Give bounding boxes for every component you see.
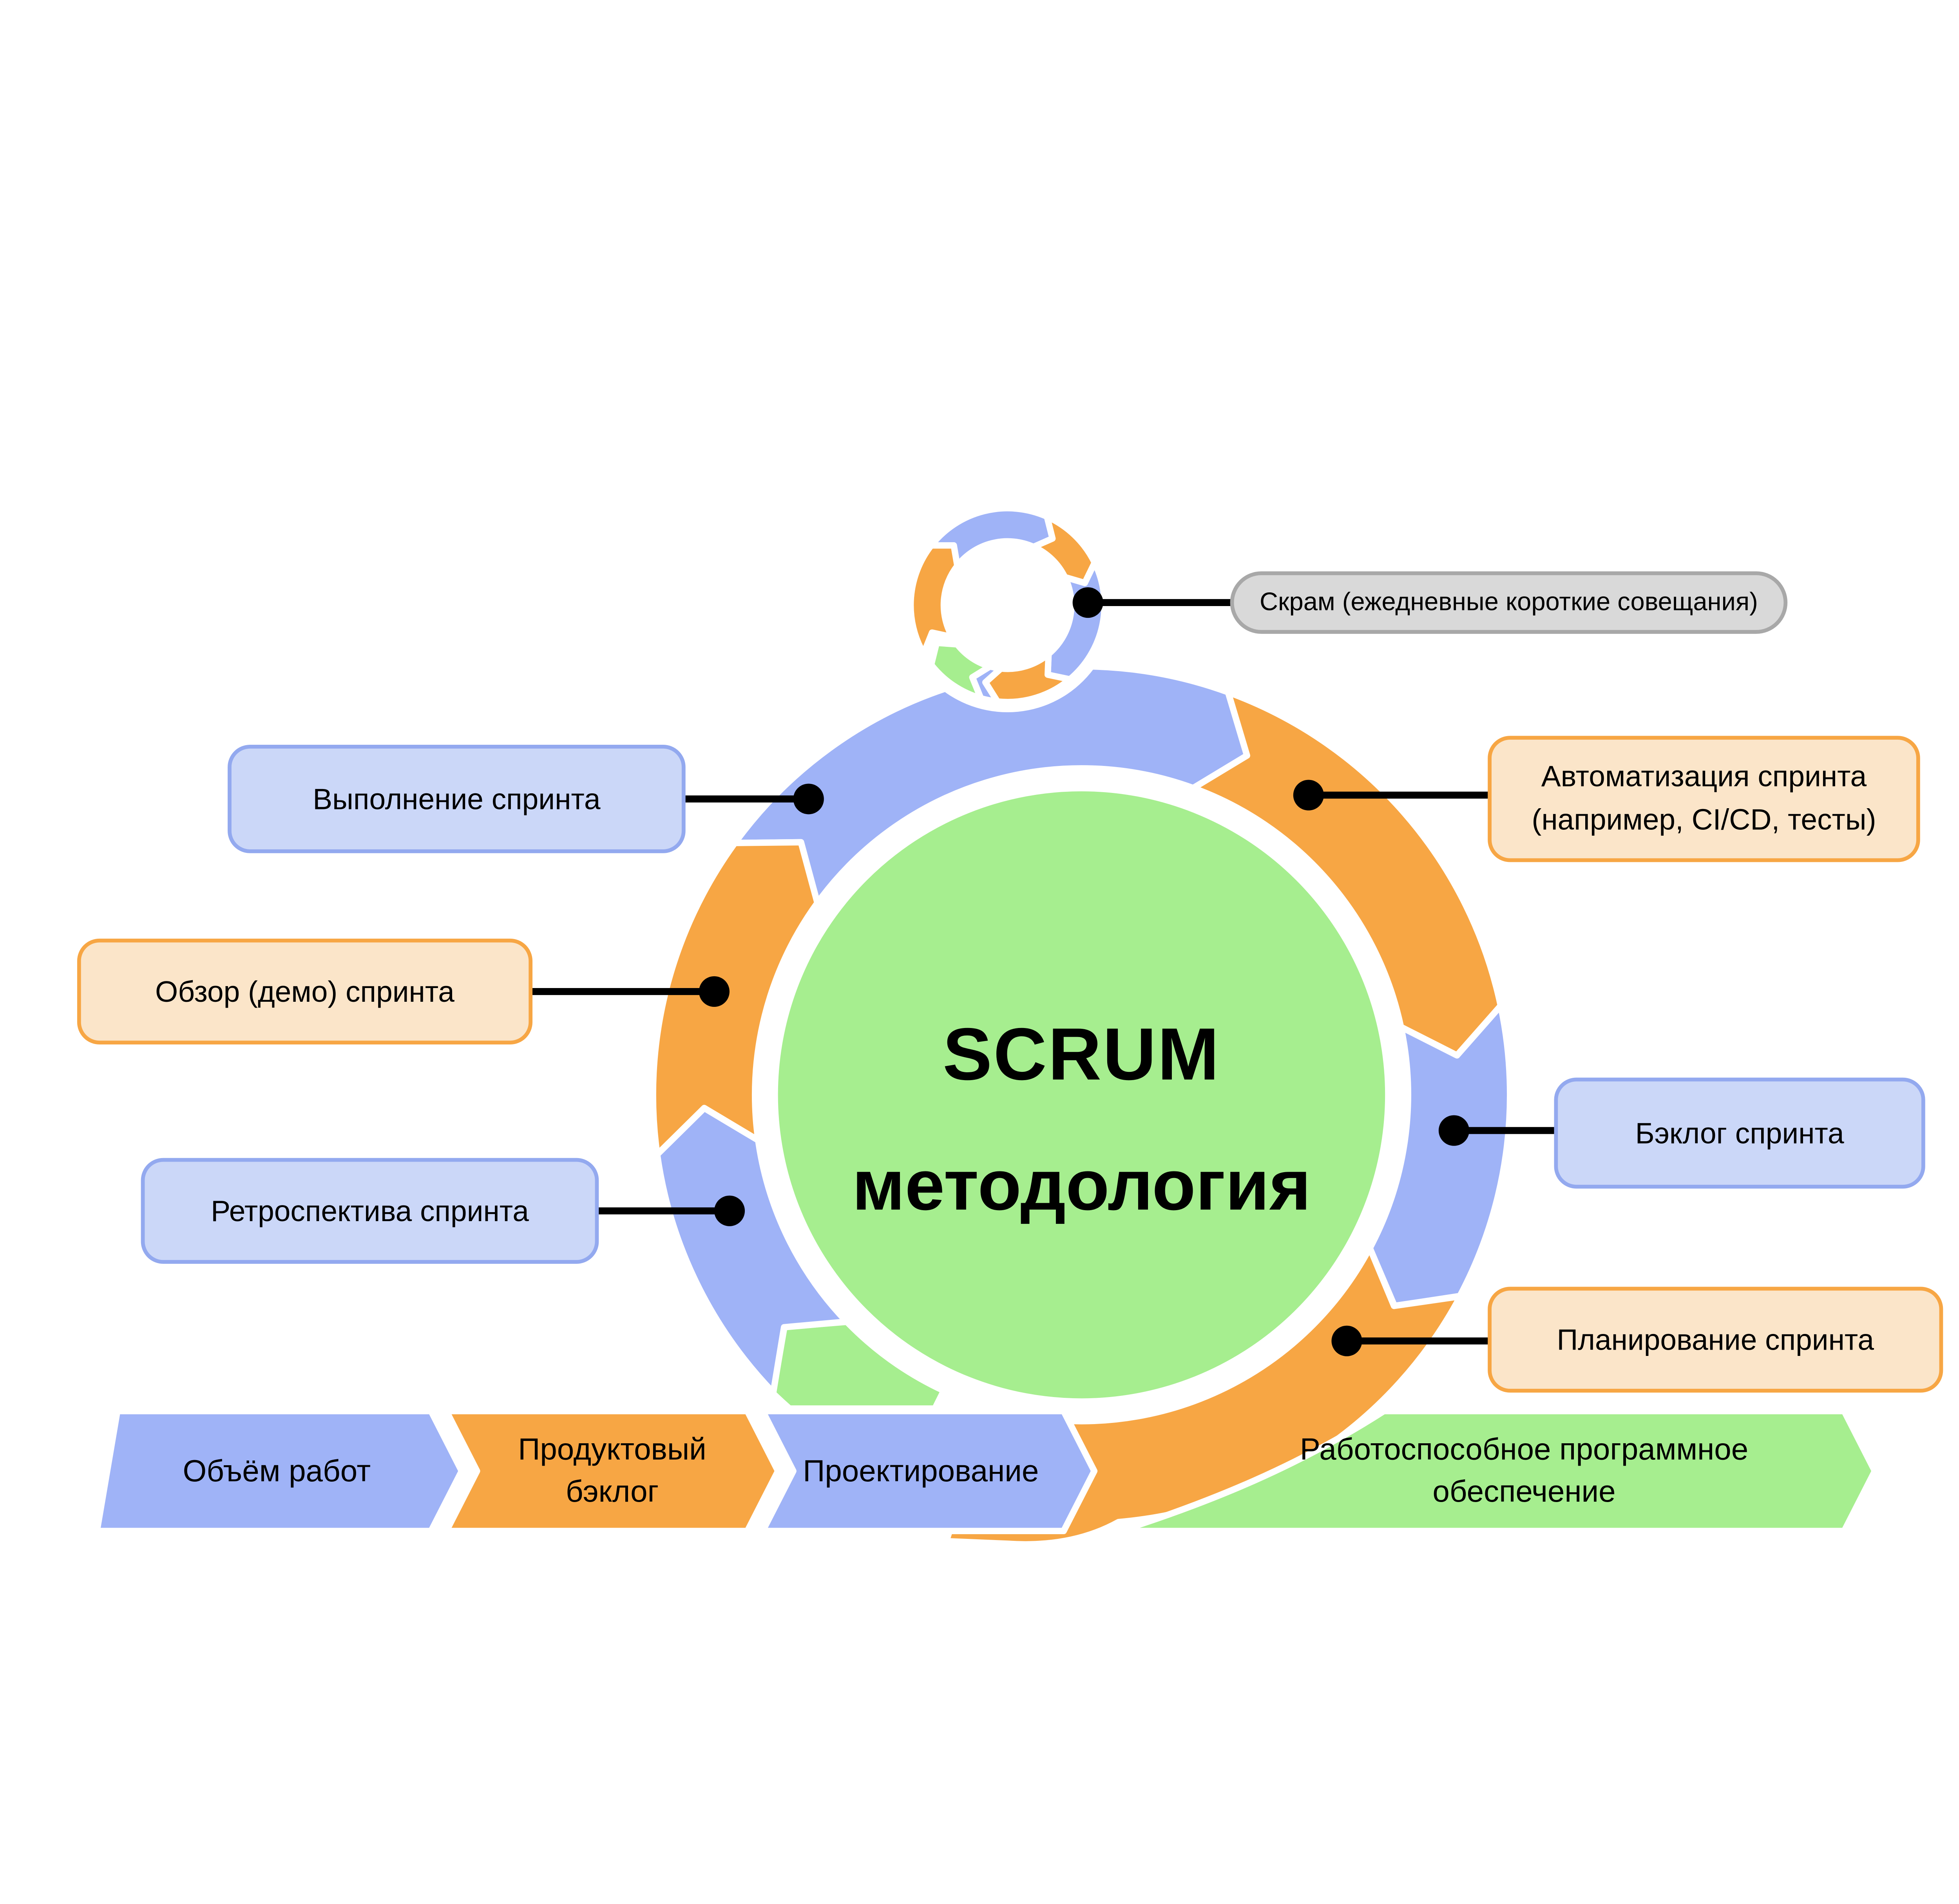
label-sprint-automation-line2: (например, CI/CD, тесты) — [1532, 803, 1876, 836]
banner-label-working-software-line2: обеспечение — [1432, 1474, 1615, 1508]
connector-dot-daily-scrum — [1072, 587, 1103, 618]
connector-dot-sprint-planning — [1331, 1325, 1362, 1356]
callout-box-sprint-review — [77, 938, 533, 1045]
label-sprint-automation-line1: Автоматизация спринта — [1541, 760, 1867, 793]
scrum-core-circle — [768, 781, 1396, 1409]
center-title-line2: методология — [852, 1145, 1311, 1225]
ring-segment-sprint-execution — [731, 663, 1250, 906]
donut-segment-6 — [928, 639, 993, 702]
label-sprint-planning: Планирование спринта — [1557, 1323, 1874, 1356]
banner-segment-scope — [94, 1408, 465, 1535]
banner-label-design: Проектирование — [803, 1453, 1039, 1488]
banner-segment-product-backlog — [443, 1408, 781, 1535]
label-daily-scrum: Скрам (ежедневные короткие совещания) — [1260, 587, 1758, 616]
banner-label-product-backlog-line2: бэклог — [566, 1474, 659, 1508]
connector-dot-sprint-automation — [1293, 780, 1324, 811]
label-sprint-execution: Выполнение спринта — [313, 782, 601, 815]
banner-label-product-backlog-line1: Продуктовый — [518, 1432, 706, 1466]
callout-box-sprint-planning — [1488, 1287, 1943, 1393]
ring-segment-working-software-wedge — [769, 1318, 947, 1412]
label-sprint-review: Обзор (демо) спринта — [155, 975, 454, 1008]
banner-label-working-software-line1: Работоспособное программное — [1300, 1432, 1748, 1466]
banner-segment-design — [759, 1408, 1098, 1535]
process-banner — [94, 1408, 1878, 1535]
label-sprint-retrospective: Ретроспектива спринта — [211, 1195, 529, 1227]
callout-box-sprint-automation — [1488, 736, 1920, 862]
connector-dot-sprint-review — [699, 976, 730, 1007]
ring-segment-sprint-review — [650, 839, 821, 1158]
donut-segment-7 — [907, 542, 961, 657]
callout-box-sprint-execution — [228, 745, 686, 853]
banner-segment-working-software — [1116, 1408, 1878, 1535]
connector-dot-sprint-retrospective — [714, 1195, 745, 1226]
daily-scrum-donut — [900, 498, 1115, 713]
banner-label-scope: Объём работ — [183, 1453, 371, 1488]
callout-box-sprint-backlog — [1554, 1077, 1925, 1189]
connector-dot-sprint-execution — [793, 784, 824, 814]
center-title-line1: SCRUM — [943, 1013, 1220, 1096]
callout-box-daily-scrum — [1230, 571, 1788, 634]
label-sprint-backlog: Бэклог спринта — [1635, 1117, 1844, 1149]
callout-box-sprint-retrospective — [141, 1158, 599, 1264]
connector-dot-sprint-backlog — [1438, 1115, 1469, 1146]
